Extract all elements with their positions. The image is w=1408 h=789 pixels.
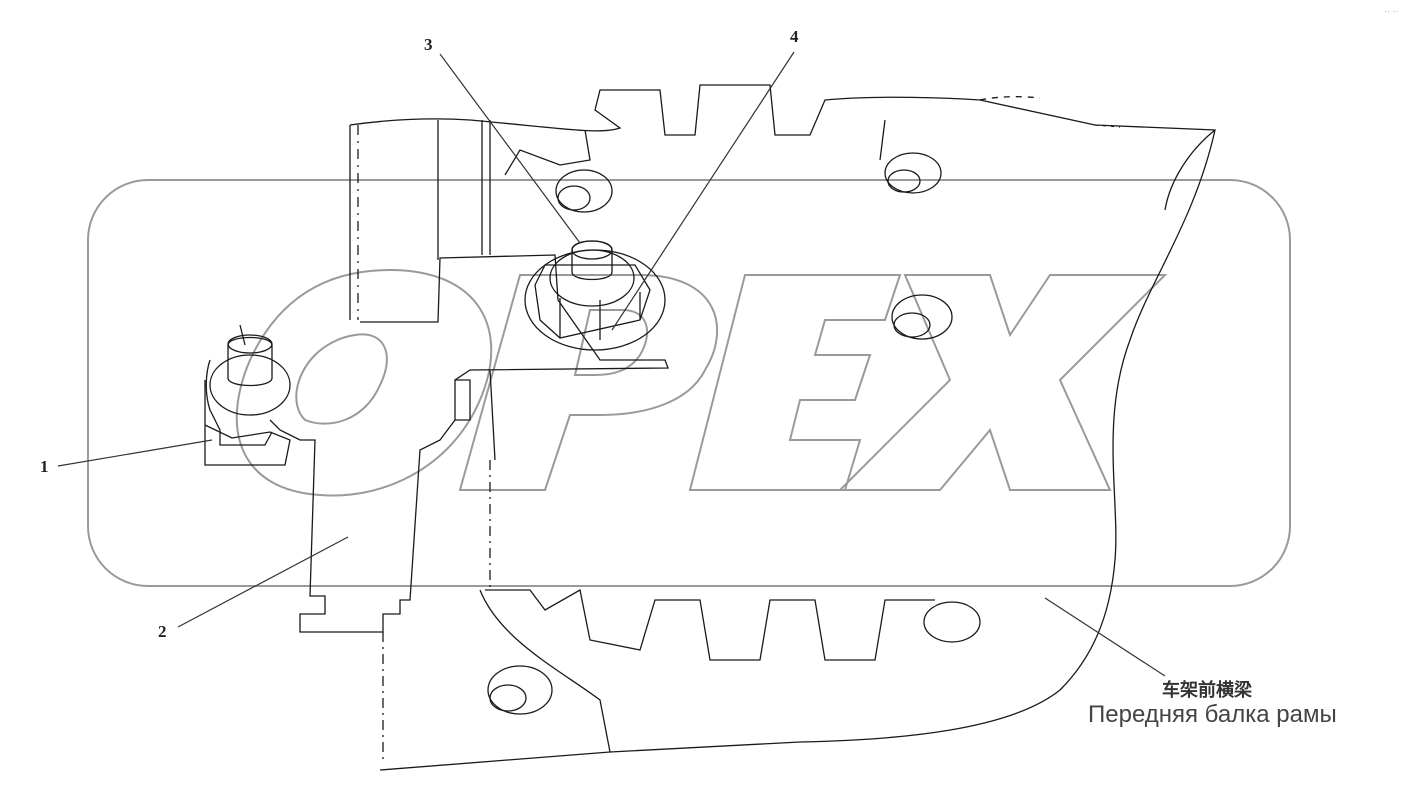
leader-2: [177, 536, 349, 628]
hole-lower-left: [487, 665, 553, 715]
bracket-vertical-lines: [349, 120, 491, 320]
hole-upper-left-inner: [557, 185, 591, 211]
hole-upper-right: [884, 152, 942, 194]
hole-middle-right: [891, 294, 953, 340]
crossbeam-hidden-line: [979, 96, 1041, 101]
bolt-3-top: [571, 240, 613, 260]
bolt-3-head: [571, 240, 613, 281]
bolt-1-washer: [209, 354, 291, 416]
crossbeam-outline: [379, 84, 1216, 771]
leader-lines: [57, 51, 1166, 677]
callout-2: 2: [158, 622, 167, 641]
leader-crossbeam: [1044, 597, 1166, 677]
hole-upper-left: [555, 169, 613, 213]
hole-upper-right-inner: [887, 169, 921, 193]
watermark-letter-o-inner: [295, 333, 388, 425]
bracket-part-2: [269, 118, 669, 760]
nut-4-flange: [524, 249, 666, 351]
watermark-letter-e: [688, 274, 902, 491]
watermark-letter-x: [837, 274, 1168, 491]
bolt-part-1: [204, 324, 291, 466]
watermark-letter-p: [458, 274, 719, 491]
callout-1: 1: [40, 457, 49, 476]
leader-4: [611, 51, 795, 331]
bracket-plate-outline: [269, 254, 669, 633]
frame-crossbeam: [379, 84, 1216, 771]
callout-3: 3: [424, 35, 433, 54]
crossbeam-label-chinese: 车架前横梁: [1162, 680, 1252, 701]
nut-4-facets: [559, 292, 641, 340]
bolt-1-clamp: [204, 380, 291, 466]
bolt-1-top: [227, 334, 273, 354]
corner-mark: ·· ··: [1384, 6, 1399, 16]
hole-lower-left-inner: [489, 684, 527, 712]
crossbeam-lower-teeth: [485, 588, 935, 661]
crossbeam-label-russian: Передняя балка рамы: [1088, 701, 1337, 728]
hole-middle-right-inner: [893, 312, 931, 338]
leader-1: [57, 439, 213, 467]
leader-3: [439, 53, 581, 244]
bracket-inner-edge: [489, 369, 496, 461]
crossbeam-right-edge: [1164, 129, 1216, 211]
callout-4: 4: [790, 27, 799, 46]
watermark-frame: [87, 179, 1291, 587]
bracket-notch: [455, 379, 471, 421]
bolt-1-nut: [205, 359, 273, 446]
bolt-part-3-nut-part-4: [524, 240, 666, 351]
nut-4-hex: [534, 264, 651, 339]
watermark-logo: [87, 179, 1291, 587]
watermark-letter-p-inner: [573, 309, 648, 376]
watermark-letter-o: [235, 268, 493, 497]
bolt-1-head: [227, 336, 273, 387]
bolt-1-edge: [239, 324, 246, 346]
hole-lower-right: [923, 601, 981, 643]
crossbeam-lower-edge: [479, 589, 611, 753]
crossbeam-tooth-edge: [879, 119, 886, 161]
crossbeam-upper-tooth: [504, 129, 591, 176]
bracket-top-edge: [349, 118, 471, 126]
bolt-holes: [487, 152, 981, 715]
